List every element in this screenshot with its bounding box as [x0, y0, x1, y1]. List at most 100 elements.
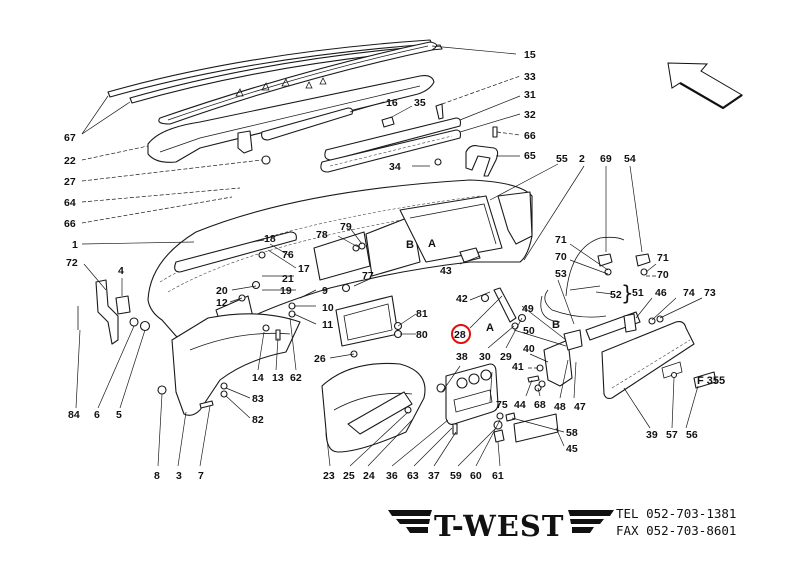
callout-50[interactable]: 50: [523, 325, 535, 337]
callout-24[interactable]: 24: [363, 470, 375, 482]
callout-16[interactable]: 16: [386, 97, 398, 109]
tel-line: TEL 052-703-1381: [616, 505, 736, 522]
callout-25[interactable]: 25: [343, 470, 355, 482]
callout-70-left[interactable]: 70: [555, 251, 567, 263]
callout-55[interactable]: 55: [556, 153, 568, 165]
callout-62[interactable]: 62: [290, 372, 302, 384]
tel-number[interactable]: 052-703-1381: [646, 506, 737, 521]
callout-54[interactable]: 54: [624, 153, 636, 165]
callout-27[interactable]: 27: [64, 176, 76, 188]
callout-71-right[interactable]: 71: [657, 252, 669, 264]
ref-letter-a-lower: A: [486, 322, 494, 334]
callout-34[interactable]: 34: [389, 161, 401, 173]
callout-3[interactable]: 3: [176, 470, 182, 482]
callout-63[interactable]: 63: [407, 470, 419, 482]
callout-30[interactable]: 30: [479, 351, 491, 363]
callout-57[interactable]: 57: [666, 429, 678, 441]
callout-80[interactable]: 80: [416, 329, 428, 341]
callout-31[interactable]: 31: [524, 89, 536, 101]
callout-70-right[interactable]: 70: [657, 269, 669, 281]
callout-56[interactable]: 56: [686, 429, 698, 441]
callout-79[interactable]: 79: [340, 221, 352, 233]
side-trim-bracket: [465, 145, 499, 177]
callout-18[interactable]: 18: [264, 233, 276, 245]
callout-81[interactable]: 81: [416, 308, 428, 320]
callout-82[interactable]: 82: [252, 414, 264, 426]
callout-52[interactable]: 52: [610, 289, 622, 301]
callout-36[interactable]: 36: [386, 470, 398, 482]
callout-9[interactable]: 9: [322, 285, 328, 297]
callout-10[interactable]: 10: [322, 302, 334, 314]
brand-name: T-WEST: [434, 509, 564, 543]
callout-66-right[interactable]: 66: [524, 130, 536, 142]
callout-17[interactable]: 17: [298, 263, 310, 275]
callout-26[interactable]: 26: [314, 353, 326, 365]
callout-21[interactable]: 21: [282, 273, 294, 285]
callout-1[interactable]: 1: [72, 239, 78, 251]
callout-75[interactable]: 75: [496, 399, 508, 411]
callout-20[interactable]: 20: [216, 285, 228, 297]
t-west-logo: T-WEST: [388, 509, 614, 543]
callout-35[interactable]: 35: [414, 97, 426, 109]
callout-61[interactable]: 61: [492, 470, 504, 482]
callout-15[interactable]: 15: [524, 49, 536, 61]
callout-12[interactable]: 12: [216, 297, 228, 309]
small-fasteners: [157, 242, 678, 443]
callout-29[interactable]: 29: [500, 351, 512, 363]
callout-37[interactable]: 37: [428, 470, 440, 482]
wiring-harness: [540, 236, 651, 323]
callout-72[interactable]: 72: [66, 257, 78, 269]
callout-74[interactable]: 74: [683, 287, 695, 299]
callout-19[interactable]: 19: [280, 285, 292, 297]
callout-5[interactable]: 5: [116, 409, 122, 421]
callout-6[interactable]: 6: [94, 409, 100, 421]
callout-44[interactable]: 44: [514, 399, 526, 411]
callout-23[interactable]: 23: [323, 470, 335, 482]
callout-83[interactable]: 83: [252, 393, 264, 405]
callout-45[interactable]: 45: [566, 443, 578, 455]
callout-8[interactable]: 8: [154, 470, 160, 482]
callout-76[interactable]: 76: [282, 249, 294, 261]
callout-65[interactable]: 65: [524, 150, 536, 162]
callout-73[interactable]: 73: [704, 287, 716, 299]
tel-label: TEL: [616, 506, 639, 521]
callout-67[interactable]: 67: [64, 132, 76, 144]
callout-40[interactable]: 40: [523, 343, 535, 355]
callout-46[interactable]: 46: [655, 287, 667, 299]
callout-53[interactable]: 53: [555, 268, 567, 280]
callout-28-highlighted[interactable]: 28: [454, 329, 466, 341]
callout-58[interactable]: 58: [566, 427, 578, 439]
callout-78[interactable]: 78: [316, 229, 328, 241]
callout-33[interactable]: 33: [524, 71, 536, 83]
left-lower-panel: [171, 313, 301, 416]
callout-4[interactable]: 4: [118, 265, 124, 277]
callout-51[interactable]: 51: [632, 287, 644, 299]
callout-39[interactable]: 39: [646, 429, 658, 441]
callout-42[interactable]: 42: [456, 293, 468, 305]
callout-49[interactable]: 49: [522, 303, 534, 315]
callout-14[interactable]: 14: [252, 372, 264, 384]
callout-2[interactable]: 2: [579, 153, 585, 165]
callout-47[interactable]: 47: [574, 401, 586, 413]
callout-69[interactable]: 69: [600, 153, 612, 165]
model-badge-text: F 355: [697, 375, 725, 387]
callout-68[interactable]: 68: [534, 399, 546, 411]
callout-43[interactable]: 43: [440, 265, 452, 277]
callout-11[interactable]: 11: [322, 319, 333, 331]
callout-13[interactable]: 13: [272, 372, 284, 384]
callout-7[interactable]: 7: [198, 470, 204, 482]
callout-48[interactable]: 48: [554, 401, 566, 413]
callout-64[interactable]: 64: [64, 197, 76, 209]
callout-41[interactable]: 41: [512, 361, 524, 373]
callout-59[interactable]: 59: [450, 470, 462, 482]
callout-22[interactable]: 22: [64, 155, 76, 167]
callout-84[interactable]: 84: [68, 409, 80, 421]
callout-66-left[interactable]: 66: [64, 218, 76, 230]
callout-38[interactable]: 38: [456, 351, 468, 363]
callout-60[interactable]: 60: [470, 470, 482, 482]
defroster-vent-frame: [147, 75, 435, 165]
callout-71-left[interactable]: 71: [555, 234, 567, 246]
callout-32[interactable]: 32: [524, 109, 536, 121]
callout-77[interactable]: 77: [362, 270, 374, 282]
